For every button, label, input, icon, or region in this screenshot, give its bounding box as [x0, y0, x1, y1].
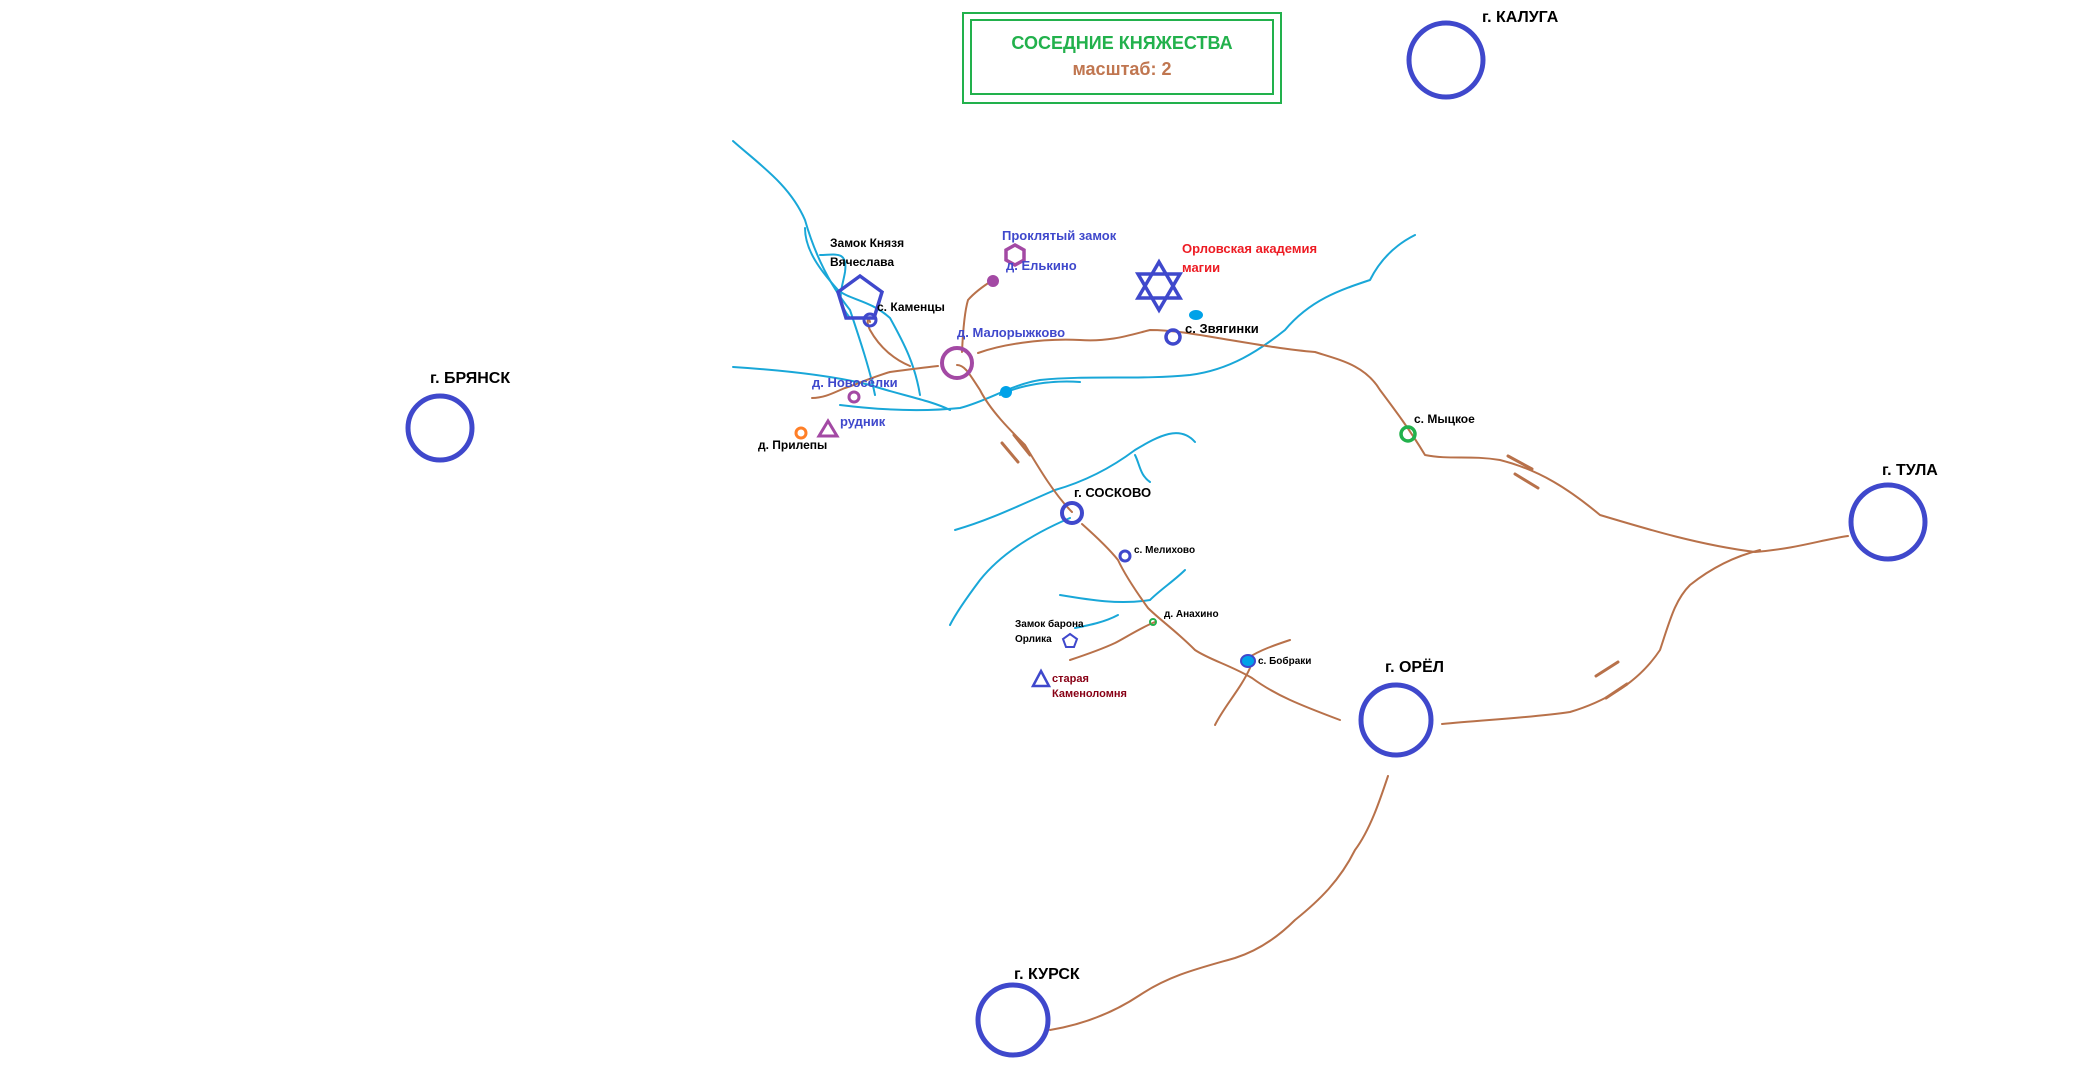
kamentsy-marker[interactable] [862, 312, 878, 328]
road-break [1604, 682, 1629, 700]
castle-vyacheslav-label-2: Вячеслава [830, 255, 894, 269]
kamentsy-label: с. Каменцы [877, 300, 945, 314]
road-orel-tula [1441, 549, 1761, 725]
road-breaks [1000, 433, 1629, 700]
river [839, 234, 1416, 412]
road-soskovo-orel [1081, 523, 1341, 721]
river [732, 140, 876, 396]
bobraki-label: с. Бобраки [1258, 655, 1311, 667]
city-kursk-marker[interactable] [975, 982, 1051, 1058]
orlik-castle-label-2: Орлика [1015, 634, 1052, 645]
mine-triangle-icon[interactable] [816, 418, 840, 438]
mytskoe-label: с. Мыцкое [1414, 412, 1475, 426]
zvyaginki-marker[interactable] [1164, 328, 1182, 346]
mytskoe-marker[interactable] [1399, 425, 1417, 443]
city-tula-marker[interactable] [1848, 482, 1928, 562]
road-orel-kursk [1049, 775, 1389, 1031]
novoselki-marker[interactable] [847, 390, 861, 404]
places: Замок Князя Вячеслава с. Каменцы Проклят… [758, 228, 1475, 700]
road-bobraki-branch [1214, 667, 1251, 726]
city-kursk-label: г. КУРСК [1014, 966, 1080, 983]
academy-star-icon[interactable] [1134, 258, 1184, 314]
city-soskovo-marker[interactable] [1060, 501, 1084, 525]
lakes [1000, 310, 1203, 398]
orlik-castle-pentagon-icon[interactable] [1061, 632, 1079, 648]
malorizhkovo-marker[interactable] [940, 346, 974, 380]
prilepy-label: д. Прилепы [758, 438, 827, 452]
map-scale: масштаб: 2 [1072, 59, 1171, 79]
mine-label: рудник [840, 414, 886, 429]
castle-pentagon-icon[interactable] [835, 273, 885, 320]
river [804, 227, 921, 396]
melikhovo-marker[interactable] [1118, 549, 1132, 563]
cursed-castle-hexagon-icon[interactable] [1004, 242, 1026, 268]
prilepy-marker[interactable] [794, 426, 808, 440]
elkino-marker[interactable] [987, 275, 999, 287]
map-title: СОСЕДНИЕ КНЯЖЕСТВА [1011, 33, 1232, 53]
roads [811, 279, 1849, 1031]
river [949, 517, 1071, 626]
bobraki-marker[interactable] [1240, 654, 1256, 668]
river [1074, 614, 1119, 629]
zvyaginki-label: с. Звягинки [1185, 321, 1259, 336]
cities: г. КАЛУГА г. БРЯНСК г. ТУЛА г. ОРЁЛ г. К… [405, 9, 1938, 1058]
road-break [1000, 441, 1020, 464]
city-orel-label: г. ОРЁЛ [1385, 658, 1444, 676]
academy-label-2: магии [1182, 260, 1220, 275]
river [954, 432, 1196, 531]
road-malorizhkovo-west [811, 365, 939, 399]
river [732, 366, 951, 411]
quarry-label-1: старая [1052, 673, 1089, 685]
road-break [1513, 472, 1540, 490]
title-frame: СОСЕДНИЕ КНЯЖЕСТВА масштаб: 2 [962, 12, 1282, 104]
lake [1000, 386, 1012, 398]
elkino-label: д. Елькино [1006, 258, 1077, 273]
academy-label-1: Орловская академия [1182, 241, 1317, 256]
cursed-castle-label: Проклятый замок [1002, 228, 1117, 243]
river [1134, 454, 1151, 483]
city-soskovo-label: г. СОСКОВО [1074, 485, 1151, 500]
city-kaluga-label: г. КАЛУГА [1482, 9, 1559, 26]
lake [1189, 310, 1203, 320]
road-anakhino-orlik [1069, 621, 1156, 661]
anakhino-marker[interactable] [1149, 618, 1157, 626]
city-bryansk-label: г. БРЯНСК [430, 370, 510, 387]
city-kaluga-marker[interactable] [1406, 20, 1486, 100]
malorizhkovo-label: д. Малорыжково [957, 325, 1065, 340]
melikhovo-label: с. Мелихово [1134, 545, 1195, 556]
city-orel-marker[interactable] [1358, 682, 1434, 758]
road-break [1012, 433, 1032, 457]
road-malorizhkovo-zvyaginki [977, 329, 1849, 553]
city-bryansk-marker[interactable] [405, 393, 475, 463]
orlik-castle-label-1: Замок барона [1015, 618, 1084, 630]
river [1059, 569, 1186, 604]
road-break [1506, 454, 1534, 471]
road-break [1594, 660, 1620, 678]
city-tula-label: г. ТУЛА [1882, 462, 1938, 479]
castle-vyacheslav-label-1: Замок Князя [830, 236, 904, 250]
quarry-triangle-icon[interactable] [1030, 668, 1052, 688]
anakhino-label: д. Анахино [1164, 609, 1219, 620]
quarry-label-2: Каменоломня [1052, 688, 1127, 700]
novoselki-label: д. Новосёлки [812, 375, 898, 390]
road-malorizhkovo-north [961, 279, 994, 353]
